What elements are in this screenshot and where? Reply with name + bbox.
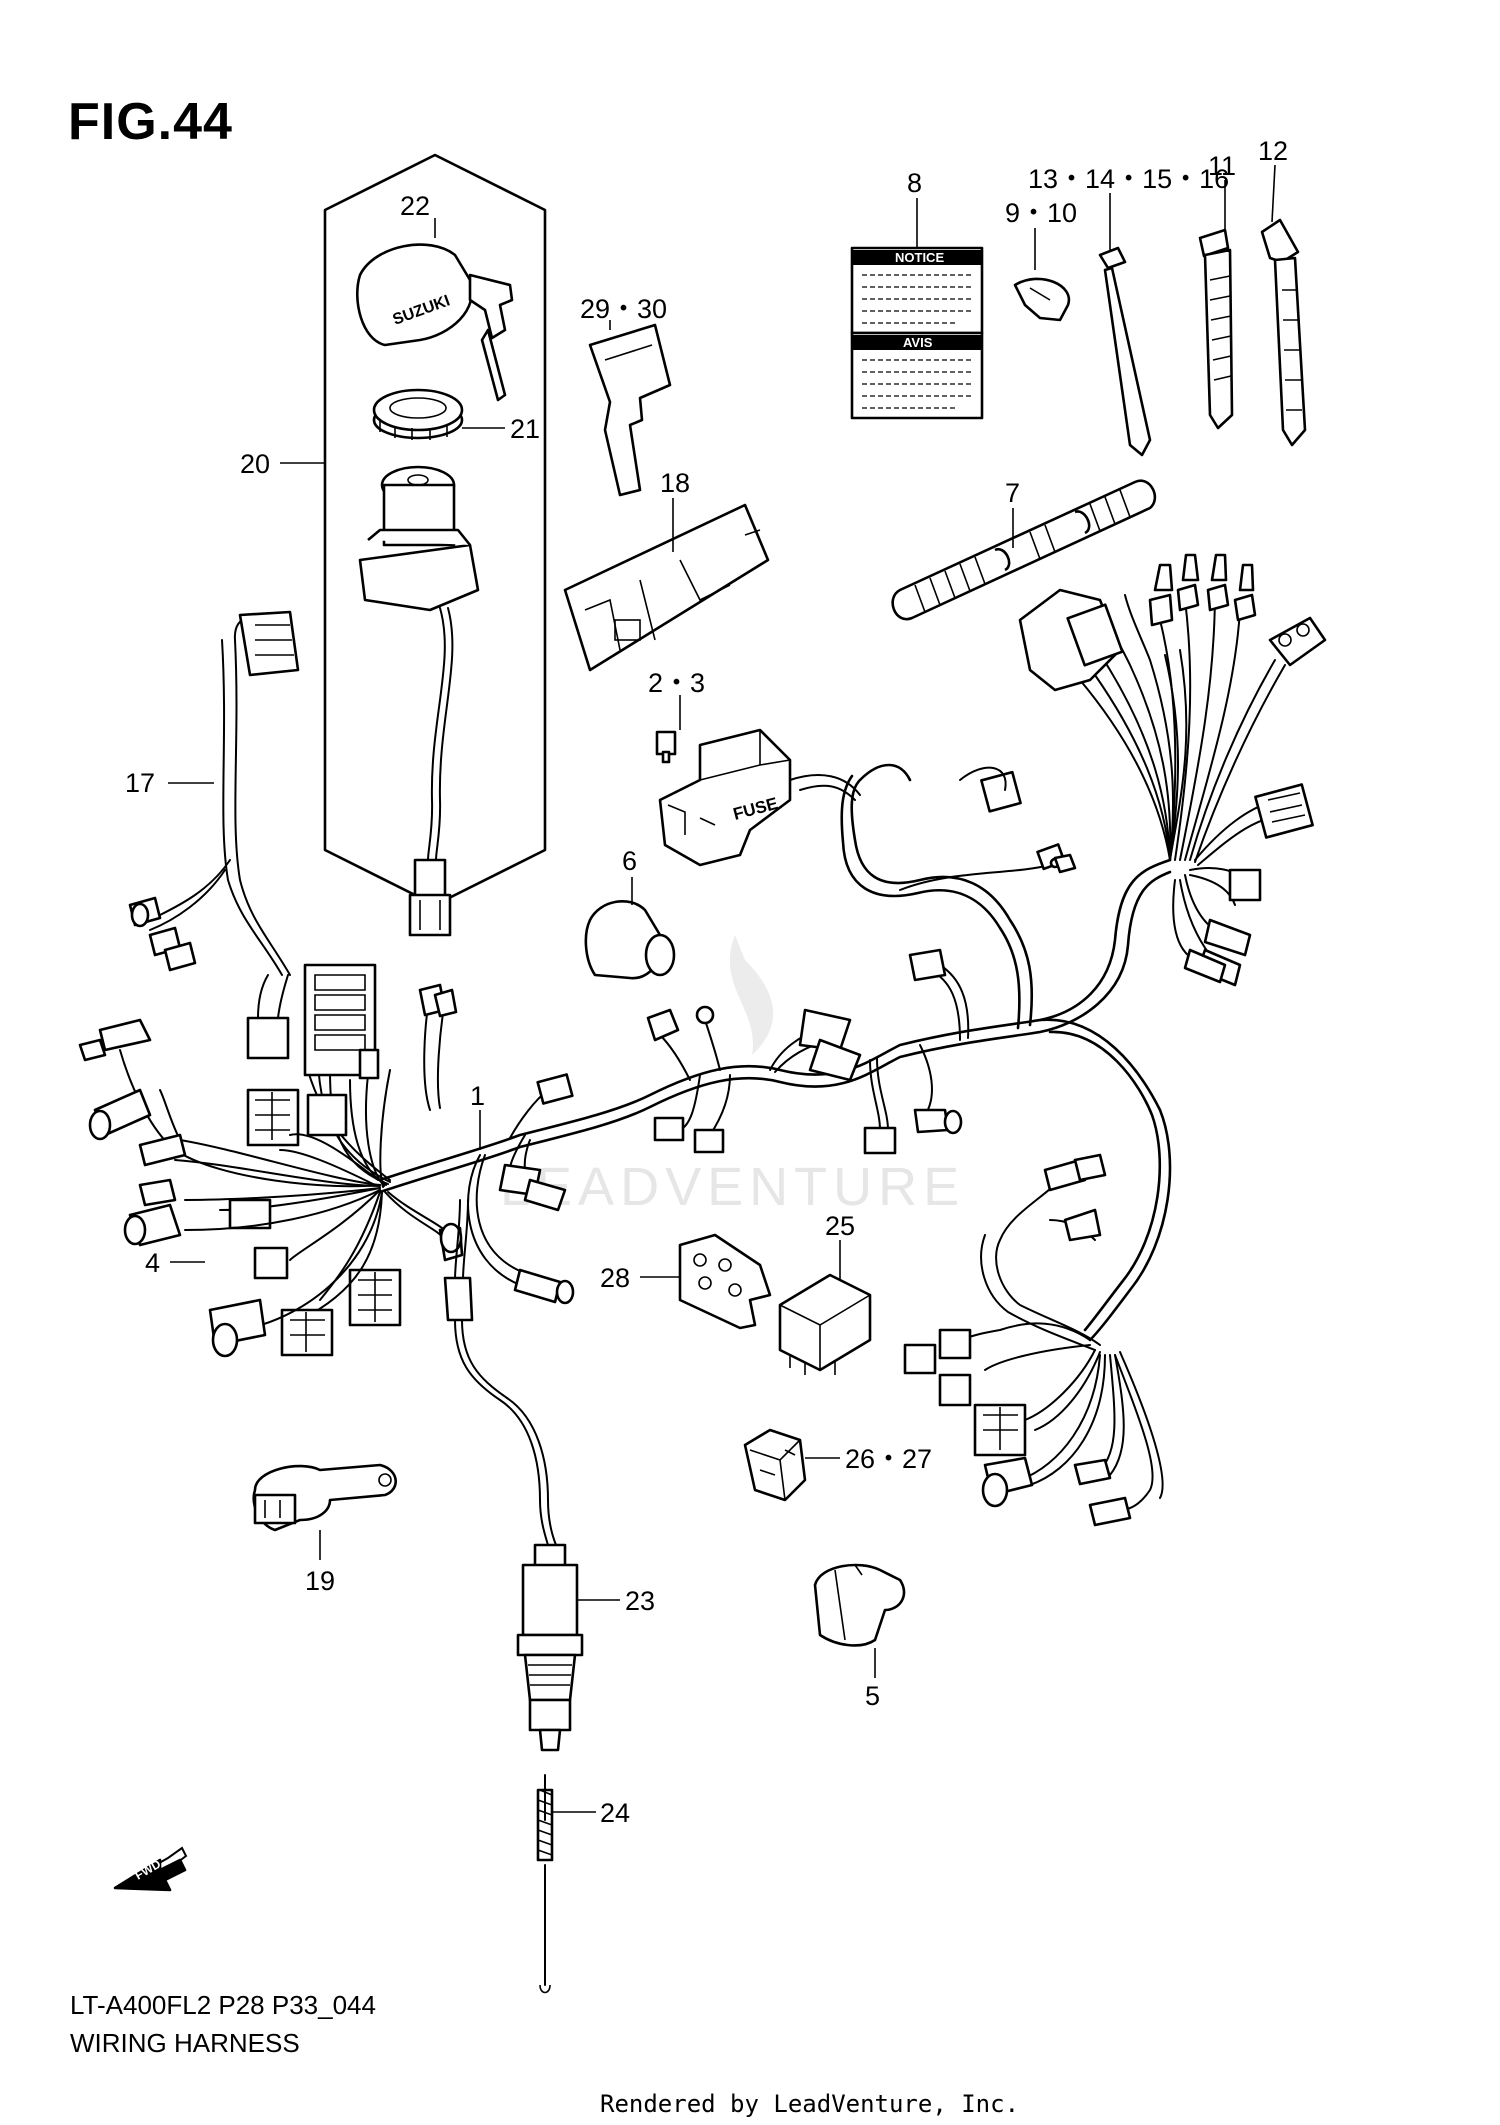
corrugated-tube <box>891 479 1157 621</box>
svg-text:AVIS: AVIS <box>903 335 933 350</box>
callout-19: 19 <box>305 1566 335 1596</box>
ignition-switch-assembly: SUZUKI <box>323 153 547 937</box>
callouts: 22 21 20 29・30 18 2・3 8 9・10 13・14・15・16… <box>125 136 1288 1828</box>
leader-lines <box>168 164 1276 1813</box>
callout-5: 5 <box>865 1681 880 1711</box>
relay-bracket <box>678 1233 772 1330</box>
callout-29-30: 29・30 <box>580 294 667 324</box>
callout-26-27: 26・27 <box>845 1444 932 1474</box>
callout-2-3: 2・3 <box>648 668 705 698</box>
callout-23: 23 <box>625 1586 655 1616</box>
svg-text:NOTICE: NOTICE <box>895 250 944 265</box>
callout-22: 22 <box>400 191 430 221</box>
coupler <box>743 1428 807 1502</box>
relay <box>778 1273 872 1375</box>
callout-4: 4 <box>145 1248 160 1278</box>
watermark: LEADVENTURE <box>500 935 965 1217</box>
oxygen-sensor <box>516 1543 584 1752</box>
switch-sensor <box>252 1463 397 1532</box>
main-wiring-harness <box>78 553 1327 1546</box>
svg-text:LEADVENTURE: LEADVENTURE <box>500 1157 965 1217</box>
callout-6: 6 <box>622 846 637 876</box>
callout-11: 11 <box>1208 151 1236 181</box>
callout-21: 21 <box>510 414 540 444</box>
model-code: LT-A400FL2 P28 P33_044 <box>70 1990 376 2020</box>
callout-18: 18 <box>660 468 690 498</box>
spare-key <box>588 323 672 497</box>
forward-direction-arrow: FWD <box>113 1846 188 1892</box>
callout-17: 17 <box>125 768 155 798</box>
callout-9-10: 9・10 <box>1005 198 1077 228</box>
callout-12: 12 <box>1258 136 1288 166</box>
callout-7: 7 <box>1005 478 1020 508</box>
callout-24: 24 <box>600 1798 630 1828</box>
callout-1: 1 <box>470 1081 485 1111</box>
spring-pin <box>536 1774 554 1994</box>
boot-cap <box>813 1563 906 1647</box>
callout-8: 8 <box>907 168 922 198</box>
callout-20: 20 <box>240 449 270 479</box>
callout-28: 28 <box>600 1263 630 1293</box>
clamp-clip <box>1013 277 1071 322</box>
render-credit: Rendered by LeadVenture, Inc. <box>600 2090 1020 2118</box>
callout-25: 25 <box>825 1211 855 1241</box>
diagram-title: WIRING HARNESS <box>70 2028 300 2058</box>
figure-title: FIG.44 <box>68 93 233 151</box>
callout-13-16: 13・14・15・16 <box>1028 164 1229 194</box>
cable-ties <box>1098 218 1307 457</box>
grommet <box>584 900 676 980</box>
fuse-and-fuse-box: FUSE <box>655 728 792 867</box>
notice-label: NOTICE AVIS <box>850 246 984 420</box>
fuse-box-bracket <box>563 503 770 672</box>
